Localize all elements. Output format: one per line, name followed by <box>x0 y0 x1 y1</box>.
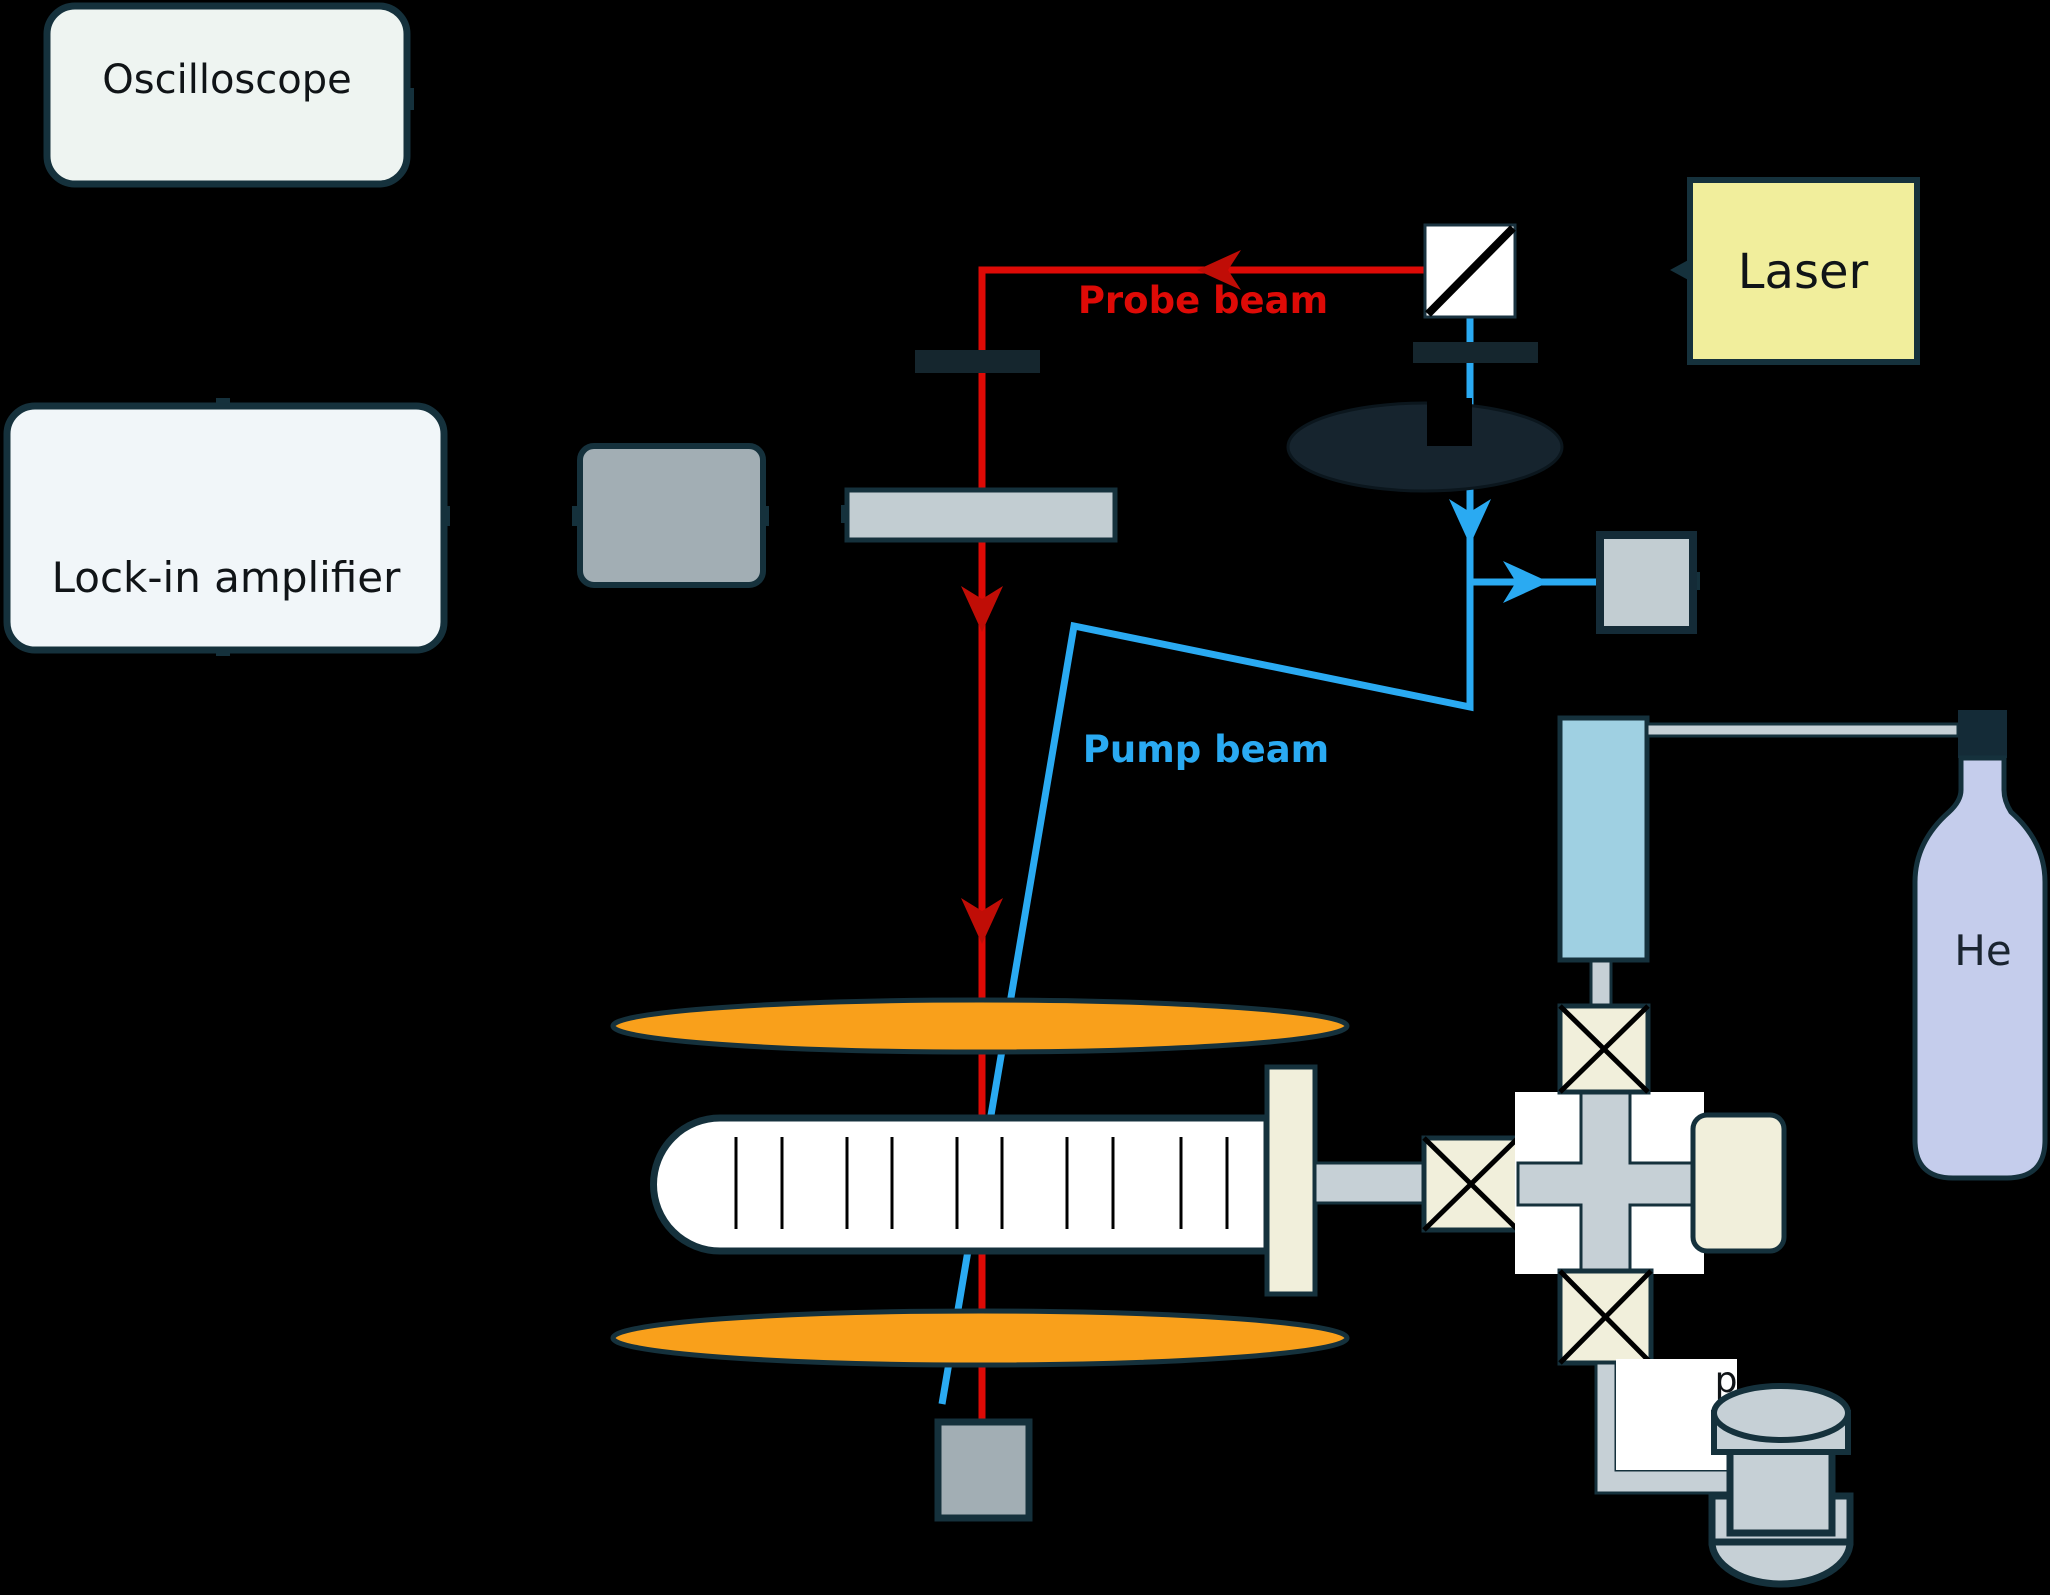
oscilloscope-label: Oscilloscope <box>102 57 351 103</box>
controller-box <box>577 443 766 588</box>
reference-photodiode <box>1596 531 1697 634</box>
coil-top <box>610 997 1350 1055</box>
laser-output-arrow-icon <box>1670 258 1692 282</box>
helium-label: He <box>1954 926 2011 975</box>
valve-top <box>1557 1003 1651 1095</box>
probe-arrow-left-icon <box>1197 250 1241 290</box>
filter-probe <box>915 350 1040 373</box>
polarizer-plate <box>844 487 1118 543</box>
filter-pump <box>1413 342 1538 363</box>
cell-end-flange <box>1264 1064 1318 1297</box>
pressure-gauge <box>1557 715 1650 963</box>
coil-bottom <box>610 1308 1350 1368</box>
beam-splitter <box>1423 223 1517 319</box>
valve-left <box>1421 1135 1521 1233</box>
probe-arrow-down1-icon <box>961 586 1003 632</box>
laser-box-body <box>1687 177 1920 365</box>
signal-photodiode <box>934 1418 1033 1522</box>
pump-beam-label: Pump beam <box>1083 728 1329 771</box>
cell-electrode-ticks <box>734 1137 1229 1229</box>
probe-arrow-down2-icon <box>961 898 1003 944</box>
vacuum-pump <box>1708 1383 1854 1588</box>
laser-box: Laser <box>1687 177 1920 365</box>
helium-bottle: He <box>1912 710 2048 1181</box>
pressure-label: p <box>1715 1360 1738 1401</box>
lock-in-amplifier-box: Lock-in amplifier <box>3 402 448 654</box>
pump-body <box>1726 1444 1836 1537</box>
helium-gas-line <box>1645 722 1960 738</box>
vacuum-manifold <box>1313 958 1787 1495</box>
discharge-cell <box>650 1114 1271 1255</box>
chopper-wheel <box>1286 398 1564 493</box>
pipe-valve-to-gauge <box>1589 958 1613 1008</box>
valve-bottom <box>1557 1268 1654 1366</box>
probe-beam-label: Probe beam <box>1078 279 1328 322</box>
blank-flange-box <box>1690 1112 1787 1254</box>
laser-label: Laser <box>1738 244 1869 300</box>
beam-splitter-diagonal <box>1425 225 1516 317</box>
pump-top-flange <box>1711 1383 1851 1443</box>
pump-arrow-right-icon <box>1503 561 1549 603</box>
chopper-slot <box>1427 398 1472 446</box>
oscilloscope-box: Oscilloscope <box>43 2 411 188</box>
helium-bottle-valve <box>1958 710 2007 758</box>
lock-in-amplifier-label: Lock-in amplifier <box>52 553 402 602</box>
pipe-cell-to-valve <box>1313 1161 1426 1205</box>
pump-arrow-down-icon <box>1449 499 1491 545</box>
